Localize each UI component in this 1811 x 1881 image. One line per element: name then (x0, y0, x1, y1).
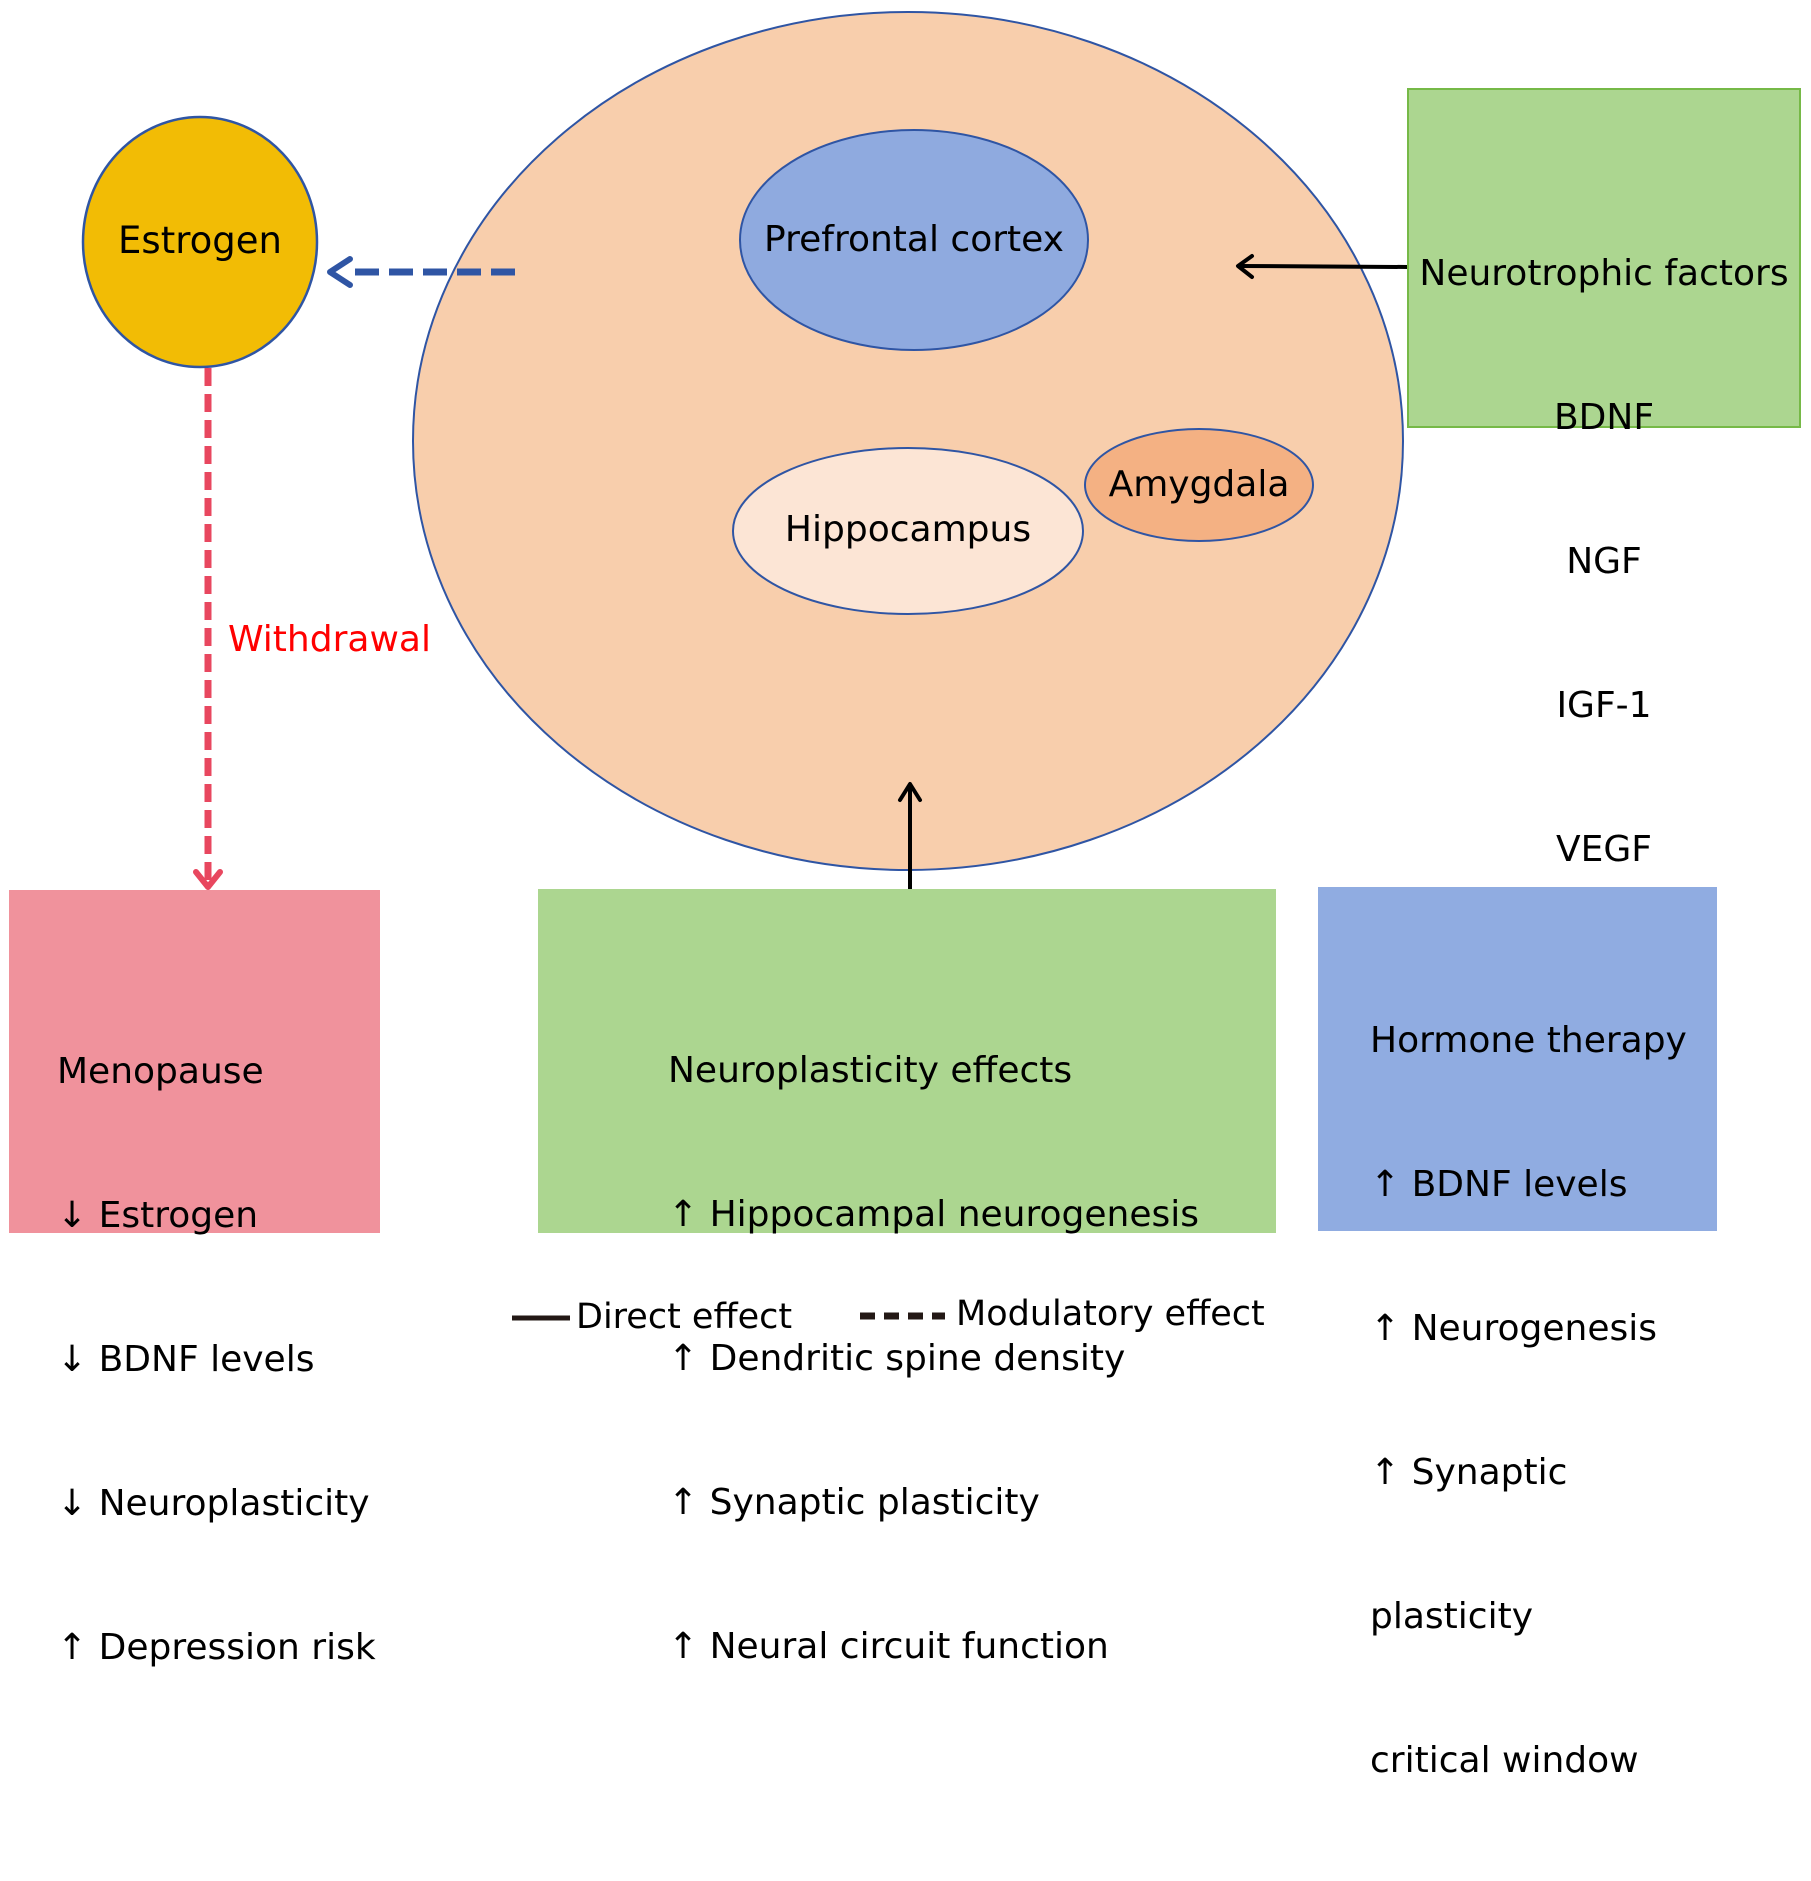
amygdala-shape (1084, 428, 1314, 542)
neuroplasticity-item: ↑ Dendritic spine density (668, 1338, 1126, 1379)
menopause-title: Menopause (57, 1051, 264, 1092)
menopause-box: Menopause ↓ Estrogen ↓ BDNF levels ↓ Neu… (9, 890, 380, 1668)
estrogen-shape (81, 115, 319, 369)
estrogen-label: Estrogen (118, 219, 282, 262)
neuroplasticity-item: ↑ Hippocampal neurogenesis (668, 1194, 1199, 1235)
withdrawal-arrow (193, 368, 223, 890)
direct-arrow-neurotrophic-to-brain (1236, 254, 1409, 279)
menopause-item: ↑ Depression risk (57, 1627, 376, 1668)
legend-direct-label: Direct effect (576, 1297, 793, 1337)
hormone-therapy-box: Hormone therapy ↑ BDNF levels ↑ Neurogen… (1318, 887, 1717, 1781)
menopause-item: ↓ BDNF levels (57, 1339, 315, 1380)
neurotrophic-item: BDNF (1553, 397, 1655, 438)
neuroplasticity-item: ↑ Synaptic plasticity (668, 1482, 1040, 1523)
menopause-item: ↓ Estrogen (57, 1195, 259, 1236)
diagram-canvas (81, 11, 1409, 1321)
hippocampus-label: Hippocampus (784, 509, 1032, 550)
direct-arrow-neuroplasticity-to-brain (898, 782, 922, 890)
withdrawal-label: Withdrawal (228, 619, 431, 660)
modulatory-arrow-brain-to-estrogen (327, 256, 515, 288)
neuroplasticity-title: Neuroplasticity effects (668, 1050, 1073, 1091)
neurotrophic-item: VEGF (1556, 829, 1652, 870)
neuroplasticity-item: ↑ Neural circuit function (668, 1626, 1109, 1667)
neurotrophic-title: Neurotrophic factors (1419, 253, 1789, 294)
neurotrophic-item: IGF-1 (1556, 685, 1652, 726)
neurotrophic-factors-box: Neurotrophic factors BDNF NGF IGF-1 VEGF (1407, 88, 1801, 870)
hormone-therapy-title: Hormone therapy (1370, 1020, 1687, 1061)
legend-modulatory-label: Modulatory effect (956, 1294, 1265, 1334)
menopause-item: ↓ Neuroplasticity (57, 1483, 370, 1524)
hippocampus-shape (732, 447, 1084, 615)
hormone-therapy-item: ↑ Synaptic (1370, 1452, 1568, 1493)
hormone-therapy-item: ↑ Neurogenesis (1370, 1308, 1658, 1349)
amygdala-label: Amygdala (1108, 464, 1290, 505)
prefrontal-cortex-shape (739, 129, 1089, 351)
neuroplasticity-effects-box: Neuroplasticity effects ↑ Hippocampal ne… (538, 889, 1276, 1667)
prefrontal-cortex-label: Prefrontal cortex (764, 219, 1064, 260)
neurotrophic-item: NGF (1566, 541, 1642, 582)
hormone-therapy-item: plasticity (1370, 1596, 1534, 1637)
hormone-therapy-item: critical window (1370, 1740, 1639, 1781)
hormone-therapy-item: ↑ BDNF levels (1370, 1164, 1628, 1205)
